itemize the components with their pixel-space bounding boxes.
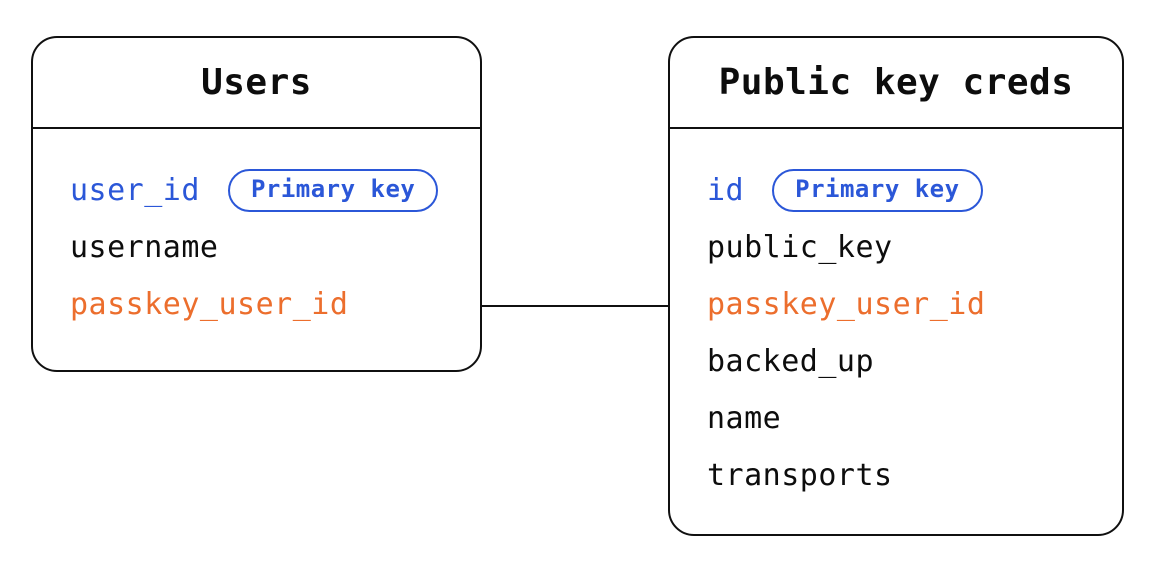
table-row: passkey_user_id <box>70 276 456 333</box>
field-transports: transports <box>707 458 893 493</box>
primary-key-badge: Primary key <box>772 169 983 212</box>
table-row: name <box>707 390 1098 447</box>
table-users-fields: user_id Primary key username passkey_use… <box>33 129 480 333</box>
table-public-key-creds-title: Public key creds <box>670 38 1122 129</box>
table-row: id Primary key <box>707 162 1098 219</box>
field-name: name <box>707 401 782 436</box>
table-row: public_key <box>707 219 1098 276</box>
field-username: username <box>70 230 219 265</box>
table-users: Users user_id Primary key username passk… <box>31 36 482 372</box>
table-public-key-creds-fields: id Primary key public_key passkey_user_i… <box>670 129 1122 504</box>
field-user-id: user_id <box>70 173 200 208</box>
field-public-key: public_key <box>707 230 893 265</box>
primary-key-badge: Primary key <box>227 169 439 212</box>
field-passkey-user-id: passkey_user_id <box>70 287 349 322</box>
field-backed-up: backed_up <box>707 344 875 379</box>
table-row: passkey_user_id <box>707 276 1098 333</box>
table-row: username <box>70 219 456 276</box>
table-row: user_id Primary key <box>70 162 456 219</box>
table-row: transports <box>707 447 1098 504</box>
field-id: id <box>707 173 745 208</box>
field-passkey-user-id: passkey_user_id <box>707 287 986 322</box>
table-users-title: Users <box>33 38 480 129</box>
relationship-line <box>481 305 669 307</box>
table-public-key-creds: Public key creds id Primary key public_k… <box>668 36 1124 536</box>
table-row: backed_up <box>707 333 1098 390</box>
